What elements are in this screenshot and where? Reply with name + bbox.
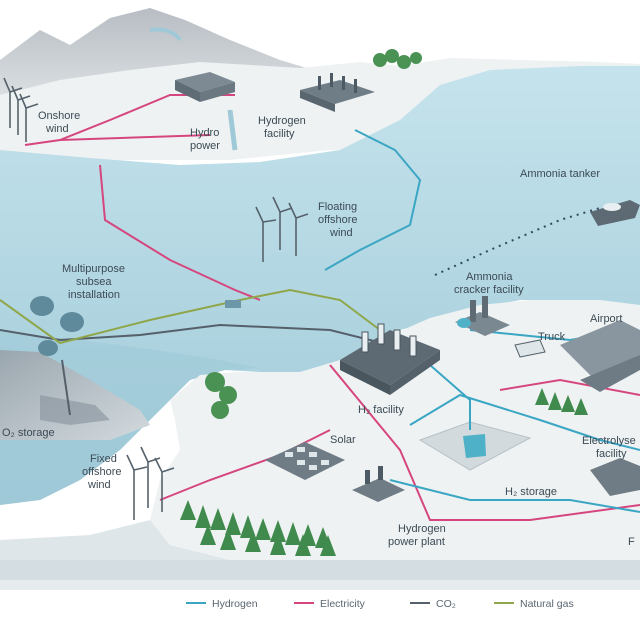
shelf-edge bbox=[0, 560, 640, 590]
label-h2-facility: H₂ facility bbox=[358, 404, 404, 416]
electricity-line-east bbox=[499, 378, 640, 396]
legend-label-gas: Natural gas bbox=[520, 598, 574, 610]
svg-text:Ammonia: Ammonia bbox=[466, 271, 513, 283]
solar-array bbox=[265, 442, 345, 480]
electrolyser-plant bbox=[590, 458, 640, 496]
forest-east bbox=[535, 388, 588, 415]
svg-text:facility: facility bbox=[264, 128, 295, 140]
fixed-offshore-wind-turbines bbox=[126, 446, 175, 520]
label-h2-storage: H₂ storage bbox=[505, 486, 557, 498]
legend: Hydrogen Electricity CO₂ Natural gas bbox=[186, 598, 574, 610]
svg-text:Hydrogen: Hydrogen bbox=[398, 523, 446, 535]
svg-text:Electrolyse: Electrolyse bbox=[582, 435, 636, 447]
label-airport: Airport bbox=[590, 313, 622, 325]
electricity-line-hydro bbox=[59, 134, 211, 141]
svg-text:subsea: subsea bbox=[76, 276, 112, 288]
label-co2-storage: O₂ storage bbox=[2, 427, 55, 439]
svg-text:power: power bbox=[190, 140, 220, 152]
svg-text:Onshore: Onshore bbox=[38, 110, 80, 122]
south-land-shade bbox=[0, 520, 640, 580]
svg-text:wind: wind bbox=[329, 227, 353, 239]
svg-text:offshore: offshore bbox=[318, 214, 358, 226]
floating-offshore-wind-turbines bbox=[255, 196, 309, 262]
svg-text:cracker facility: cracker facility bbox=[454, 284, 524, 296]
svg-text:Fixed: Fixed bbox=[90, 453, 117, 465]
hydrogen-line-north bbox=[324, 129, 422, 271]
south-land bbox=[150, 300, 640, 560]
svg-text:Multipurpose: Multipurpose bbox=[62, 263, 125, 275]
svg-text:Floating: Floating bbox=[318, 201, 357, 213]
label-ammonia-tanker: Ammonia tanker bbox=[520, 168, 600, 180]
label-hydrogen-facility: Hydrogen facility bbox=[258, 115, 306, 140]
onshore-wind-turbines bbox=[3, 77, 39, 142]
svg-text:Hydro: Hydro bbox=[190, 127, 219, 139]
ammonia-cracker-plant bbox=[455, 296, 510, 336]
airport-complex bbox=[560, 320, 640, 392]
label-multipurpose-subsea: Multipurpose subsea installation bbox=[62, 263, 125, 301]
label-solar: Solar bbox=[330, 434, 356, 446]
legend-label-hydrogen: Hydrogen bbox=[212, 598, 258, 610]
subsea-installation bbox=[30, 296, 241, 356]
h2-storage-core bbox=[463, 434, 486, 458]
svg-text:Hydrogen: Hydrogen bbox=[258, 115, 306, 127]
hydrogen-facility-north bbox=[300, 73, 375, 112]
co2-line bbox=[0, 323, 391, 346]
label-onshore-wind: Onshore wind bbox=[38, 110, 80, 135]
electricity-line-solar bbox=[329, 364, 640, 521]
svg-text:facility: facility bbox=[596, 448, 627, 460]
tree-cluster-west bbox=[205, 372, 237, 419]
label-ammonia-cracker: Ammonia cracker facility bbox=[454, 271, 524, 296]
hydrogen-power-plant bbox=[352, 466, 405, 502]
svg-text:power plant: power plant bbox=[388, 536, 445, 548]
h2-facility-plant bbox=[340, 323, 440, 395]
legend-label-co2: CO₂ bbox=[436, 598, 456, 610]
label-fixed-offshore-wind: Fixed offshore wind bbox=[82, 453, 122, 491]
hydrogen-line-east bbox=[409, 393, 640, 451]
truck-vehicle bbox=[514, 339, 546, 358]
label-truck: Truck bbox=[538, 331, 566, 343]
svg-text:wind: wind bbox=[45, 123, 69, 135]
co2-storage-pit-inner bbox=[40, 395, 110, 425]
svg-text:offshore: offshore bbox=[82, 466, 122, 478]
legend-label-electricity: Electricity bbox=[320, 598, 366, 610]
hydro-power-building bbox=[149, 27, 238, 151]
ammonia-tanker-route bbox=[434, 204, 611, 276]
svg-text:installation: installation bbox=[68, 289, 120, 301]
co2-drop-line bbox=[61, 359, 71, 416]
co2-storage-pit bbox=[0, 350, 150, 440]
label-edge-fragment: F bbox=[628, 536, 635, 548]
tree-cluster-north bbox=[373, 49, 422, 69]
forest-south bbox=[180, 500, 336, 556]
svg-text:wind: wind bbox=[87, 479, 111, 491]
label-floating-offshore-wind: Floating offshore wind bbox=[318, 201, 358, 239]
electricity-line-north-south bbox=[99, 164, 261, 301]
ammonia-tanker-ship bbox=[590, 200, 640, 226]
label-hydrogen-power-plant: Hydrogen power plant bbox=[388, 523, 446, 548]
hydrogen-line-south bbox=[389, 479, 640, 513]
label-hydro-power: Hydro power bbox=[190, 127, 220, 152]
label-electrolyser: Electrolyse facility bbox=[582, 435, 636, 460]
